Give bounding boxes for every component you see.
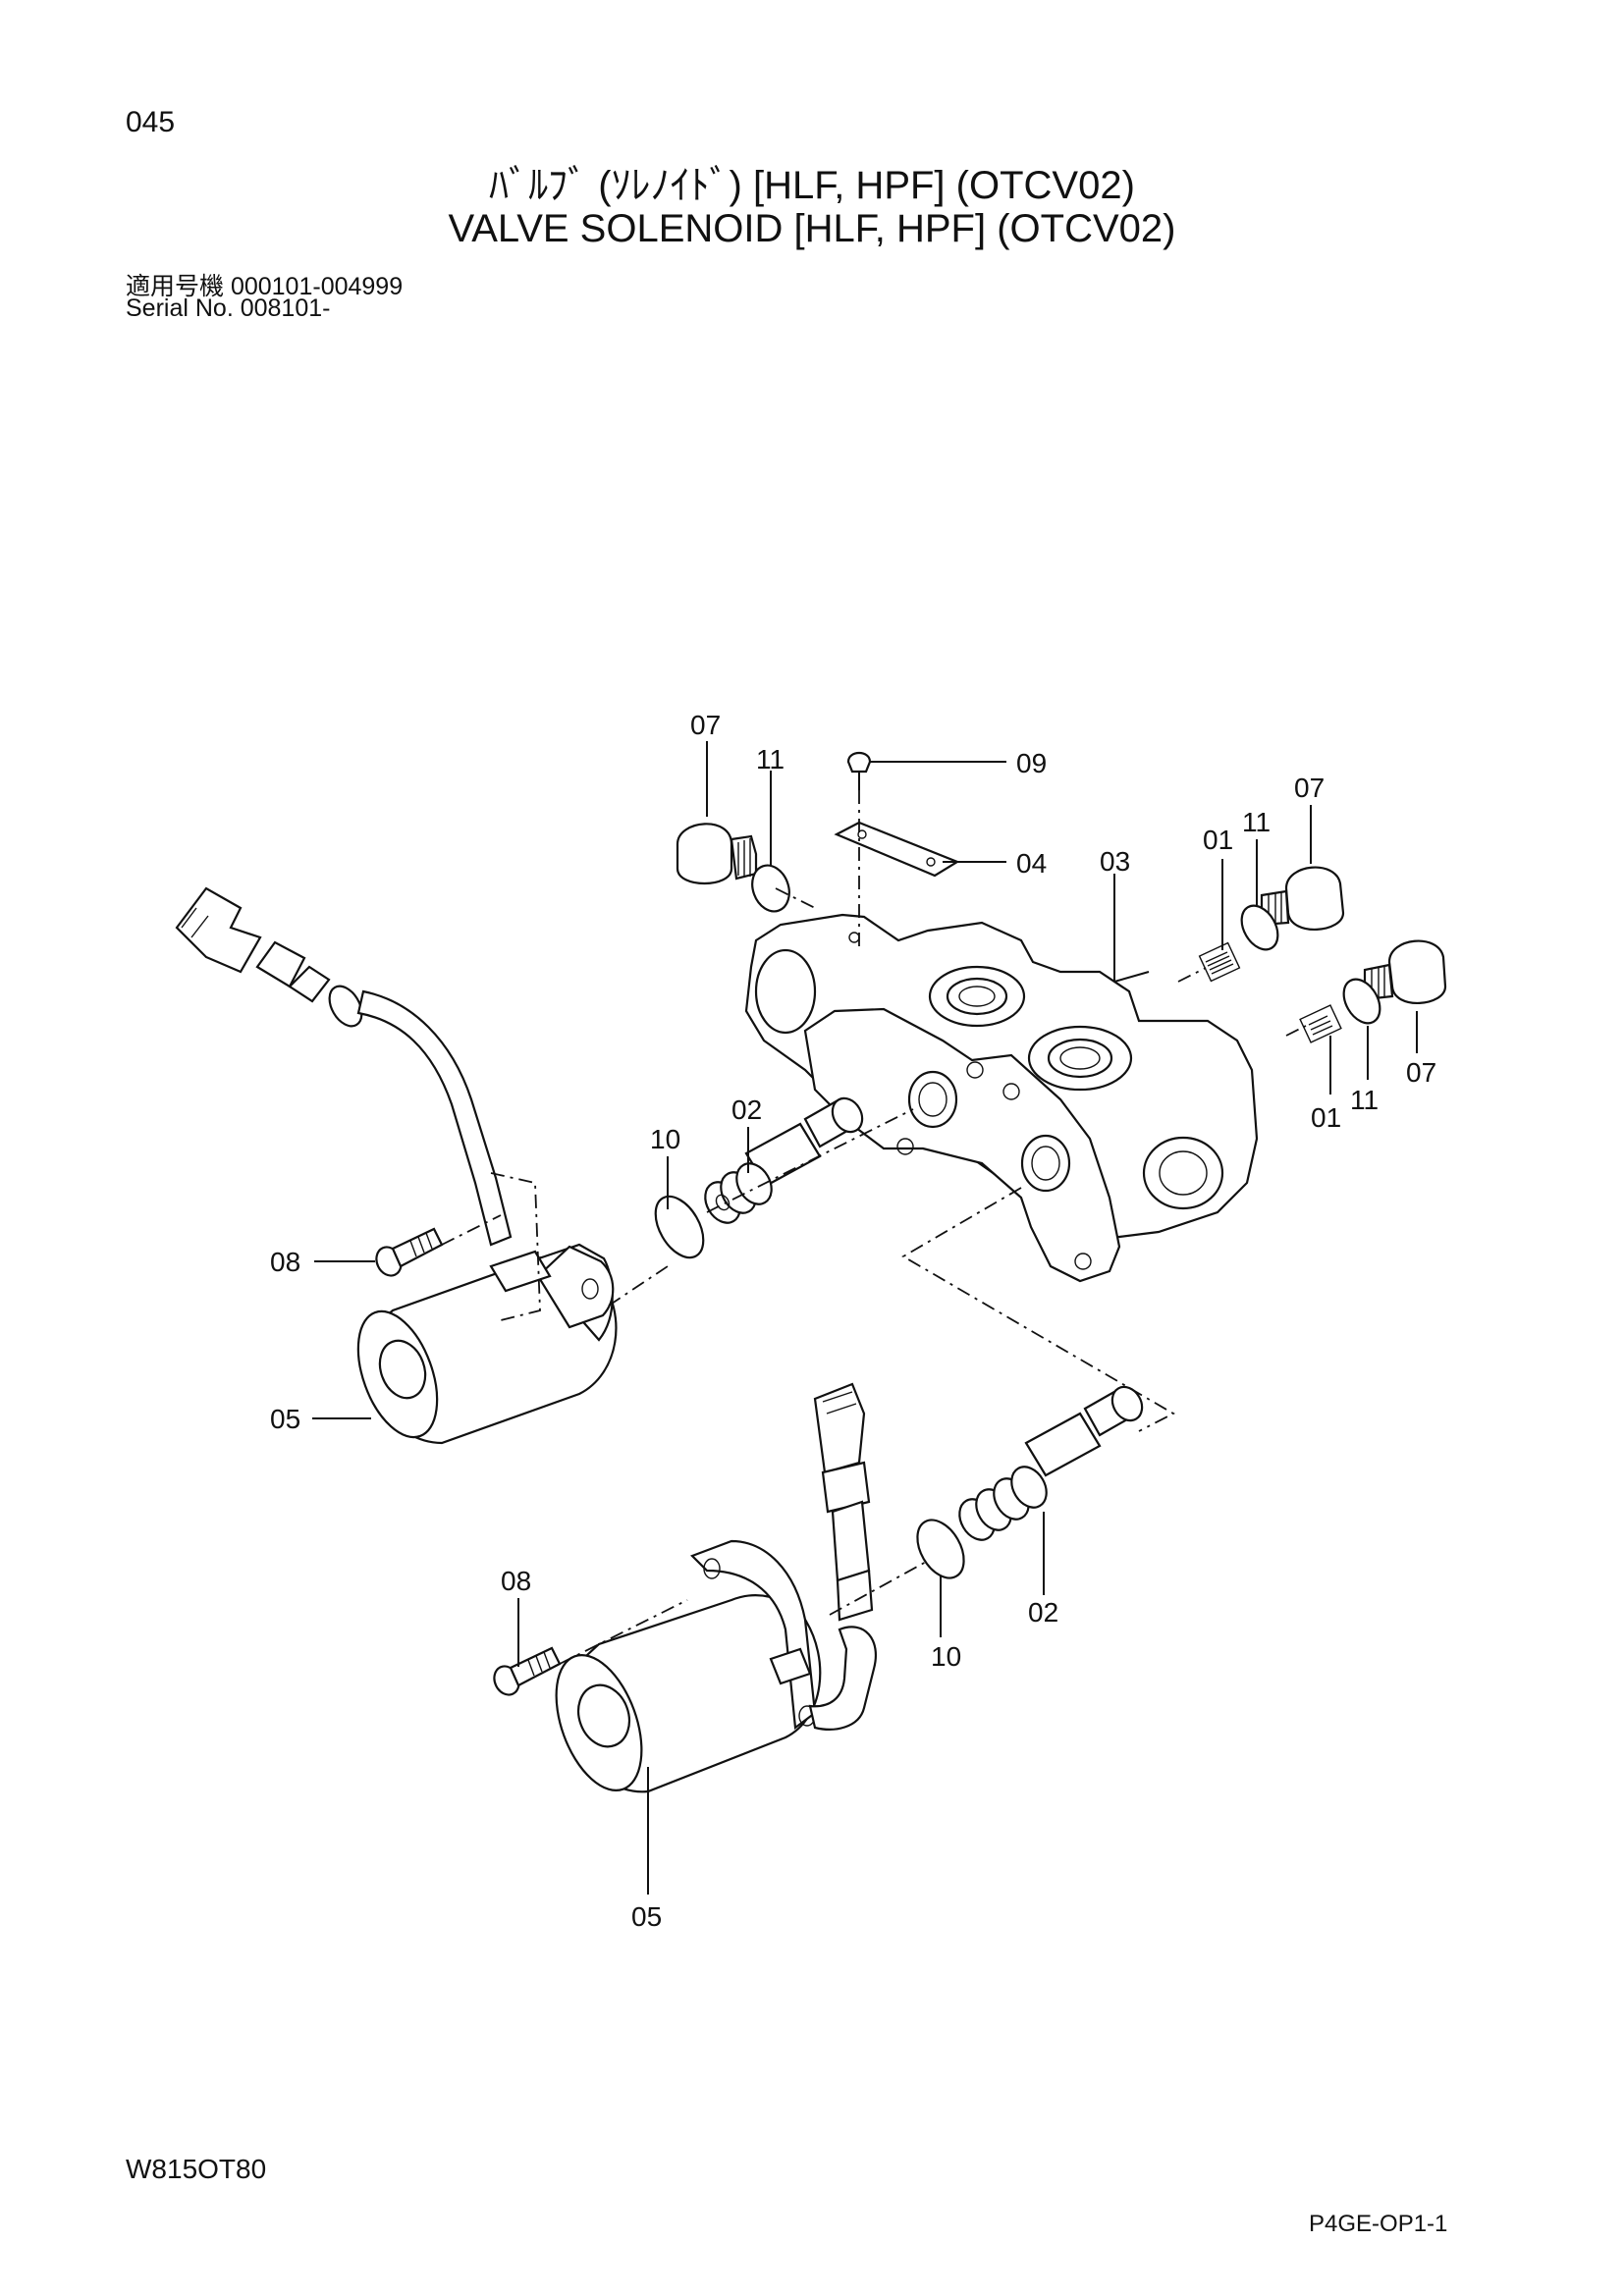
callout-10-lower: 10 xyxy=(931,1641,961,1672)
callout-11-upper: 11 xyxy=(1242,807,1271,837)
drawing-code: W815OT80 xyxy=(126,2154,267,2184)
callout-05-upper: 05 xyxy=(270,1404,300,1434)
o-ring-right xyxy=(1342,978,1381,1025)
pin xyxy=(846,751,872,790)
plug-top xyxy=(676,823,758,885)
sheet-code: P4GE-OP1-1 xyxy=(1309,2211,1448,2237)
title-japanese: ﾊﾞﾙﾌﾞ (ｿﾚﾉｲﾄﾞ) [HLF, HPF] (OTCV02) xyxy=(489,164,1135,207)
assembly-lines xyxy=(441,790,1307,1665)
bolt-lower xyxy=(493,1646,562,1696)
callout-04: 04 xyxy=(1016,848,1047,879)
callout-11-right: 11 xyxy=(1350,1085,1379,1115)
solenoid-lower xyxy=(555,1539,822,1793)
callout-10-upper: 10 xyxy=(650,1124,680,1154)
callout-01-right: 01 xyxy=(1311,1102,1341,1133)
callout-05-lower: 05 xyxy=(631,1901,662,1932)
callout-08-lower: 08 xyxy=(501,1566,531,1596)
o-ring-upper-right xyxy=(1240,904,1279,951)
callout-07-right: 07 xyxy=(1406,1057,1436,1088)
callout-09: 09 xyxy=(1016,748,1047,778)
serial-number: Serial No. 008101- xyxy=(126,294,331,322)
leader-lines xyxy=(312,741,1418,1895)
spool-upper xyxy=(704,1096,864,1224)
bolt-upper xyxy=(375,1227,444,1277)
callout-02-lower: 02 xyxy=(1028,1597,1058,1628)
spool-lower xyxy=(958,1385,1144,1541)
spring-right xyxy=(1299,1004,1342,1043)
callout-08-upper: 08 xyxy=(270,1247,300,1277)
callout-07-top: 07 xyxy=(690,710,721,740)
o-ring-top xyxy=(751,864,790,913)
solenoid-upper xyxy=(356,1243,618,1445)
callout-11-top: 11 xyxy=(756,744,785,774)
callout-01-upper: 01 xyxy=(1203,825,1233,855)
o-ring-upper-spool xyxy=(654,1195,705,1259)
harness-lower xyxy=(808,1382,877,1731)
page-number: 045 xyxy=(126,106,176,138)
callout-labels: 07 11 09 04 03 01 11 07 07 11 01 02 10 0… xyxy=(270,710,1436,1932)
callout-07-upper: 07 xyxy=(1294,773,1325,803)
serial-range-japanese: 適用号機 000101-004999 xyxy=(126,273,404,300)
title-english: VALVE SOLENOID [HLF, HPF] (OTCV02) xyxy=(448,207,1176,250)
callout-03: 03 xyxy=(1100,846,1130,877)
harness-upper xyxy=(175,886,513,1247)
callout-02-upper: 02 xyxy=(731,1095,762,1125)
o-ring-lower-spool xyxy=(916,1519,965,1579)
spring-upper xyxy=(1198,941,1241,983)
valve-body xyxy=(744,913,1259,1283)
name-plate xyxy=(834,821,960,878)
